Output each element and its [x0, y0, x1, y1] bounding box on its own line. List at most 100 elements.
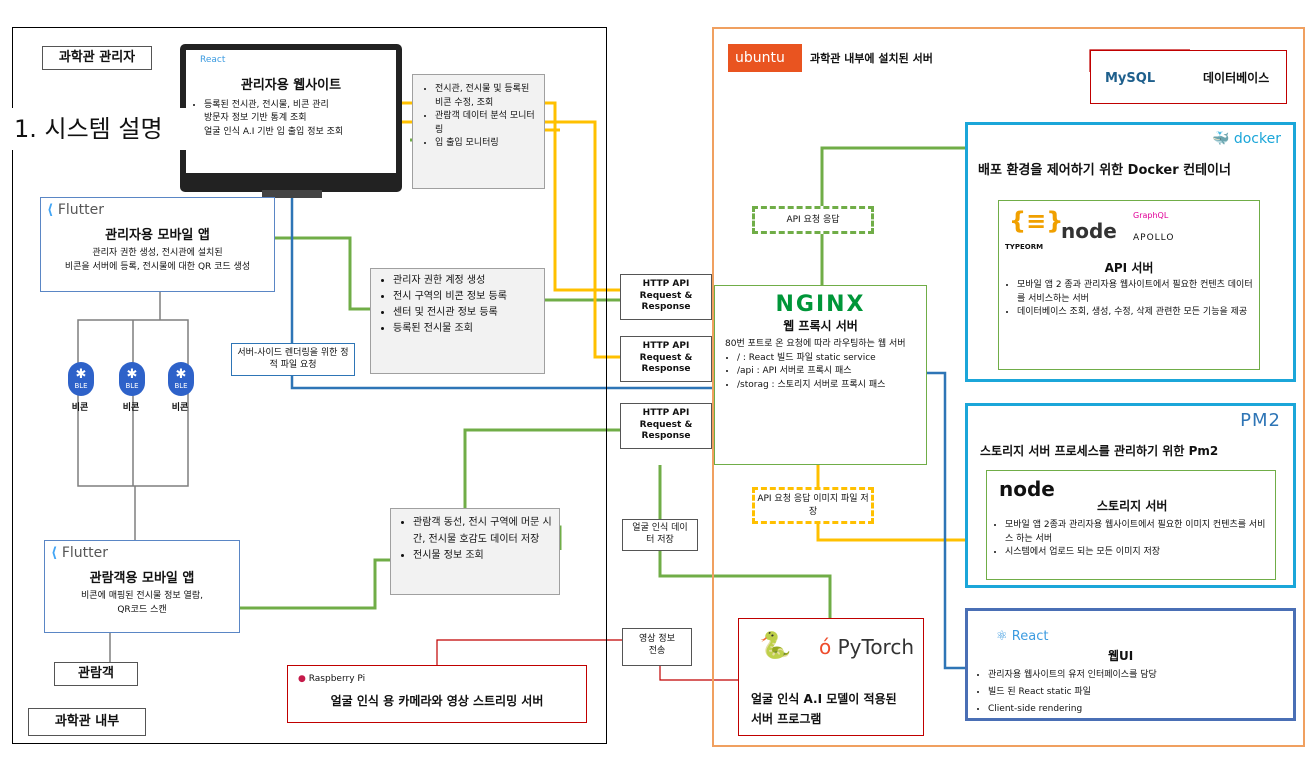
list-item: / : React 빌드 파일 static service [737, 352, 926, 366]
list-item: 얼굴 인식 A.I 기반 입 출입 정보 조회 [204, 126, 396, 140]
ubuntu-logo: ubuntu [728, 44, 802, 72]
docker-card: 🐳 docker 배포 환경을 제어하기 위한 Docker 컨테이너 TYPE… [965, 122, 1296, 382]
visitor-app-title: 관람객용 모바일 앱 [89, 571, 195, 586]
visitor-app-card: ⟨ Flutter 관람객용 모바일 앱 비콘에 매핑된 전시물 정보 열람, … [44, 540, 240, 633]
api-server-card: TYPEORM {≡} node GraphQL APOLLO API 서버 모… [998, 200, 1260, 370]
admin-website-title: 관리자용 웹사이트 [240, 77, 342, 93]
http-label-2: HTTP API Request & Response [620, 336, 712, 382]
api-response-label: API 요청 응답 [752, 206, 874, 234]
list-item: 전시물 정보 조회 [413, 548, 555, 565]
admin-app-desc1: 관리자 권한 생성, 전시관에 설치된 [92, 248, 223, 258]
list-item: 모바일 앱 2종과 관리자용 웹사이트에서 필요한 이미지 컨텐츠를 서비스 하… [1005, 519, 1269, 546]
left-region [12, 27, 607, 744]
typeorm-icon: {≡} [1009, 207, 1064, 235]
admin-app-features: 관리자 권한 계정 생성 전시 구역의 비콘 정보 등록 센터 및 전시관 정보… [370, 268, 545, 374]
docker-title: 배포 환경을 제어하기 위한 Docker 컨테이너 [978, 163, 1231, 178]
visitor-app-desc2: QR코드 스캔 [117, 604, 167, 615]
typeorm-logo: TYPEORM [1005, 243, 1044, 251]
beacon-icon: ✱BLE [119, 362, 145, 396]
server-region [712, 27, 1305, 747]
list-item: 전시 구역의 비콘 정보 등록 [393, 289, 540, 305]
list-item: 관리자용 웹사이트의 유저 인터페이스를 담당 [988, 667, 1287, 684]
flutter-brand: Flutter [61, 545, 109, 561]
graphql-logo: GraphQL [1133, 211, 1169, 220]
nginx-logo: NGINX [775, 292, 866, 317]
list-item: 방문자 정보 기반 통계 조회 [204, 112, 396, 126]
server-region-title: 과학관 내부에 설치된 서버 [810, 52, 933, 65]
pytorch-card: 🐍 ó PyTorch 얼굴 인식 A.I 모델이 적용된 서버 프로그램 [738, 618, 924, 736]
admin-region-title: 과학관 관리자 [42, 46, 152, 70]
admin-app-desc2: 비콘을 서버에 등록, 전시물에 대한 QR 코드 생성 [64, 261, 251, 272]
list-item: 모바일 앱 2 종과 관리자용 웹사이트에서 필요한 컨텐츠 데이터를 서비스하… [1017, 279, 1253, 306]
video-label: 영상 정보 전송 [622, 628, 692, 666]
python-icon: 🐍 [759, 631, 792, 661]
admin-app-line [275, 236, 370, 311]
node-logo: node [999, 477, 1055, 501]
raspberry-logo: ● Raspberry Pi [288, 666, 586, 684]
beacon-label: 비콘 [122, 403, 140, 413]
react-icon: ⚛ [996, 629, 1008, 644]
docker-brand: docker [1233, 131, 1281, 147]
admin-web-features: 전시관, 전시물 및 등록된 비콘 수정, 조회 관람객 데이터 분석 모니터링… [412, 74, 545, 189]
raspberry-icon: ● [298, 674, 306, 684]
list-item: 빌드 된 React static 파일 [988, 684, 1287, 701]
list-item: 데이터베이스 조회, 생성, 수정, 삭제 관련한 모든 기능을 제공 [1017, 306, 1253, 320]
raspberry-brand: Raspberry Pi [308, 674, 366, 684]
nginx-desc: 80번 포트로 온 요청에 따라 라우팅하는 웹 서버 [725, 339, 906, 349]
pytorch-icon: ó [819, 635, 832, 659]
list-item: 관람객 데이터 분석 모니터링 [435, 110, 540, 137]
nginx-title: 웹 프록시 서버 [783, 319, 858, 333]
flutter-brand: Flutter [57, 202, 105, 218]
apollo-logo: APOLLO [1133, 233, 1175, 243]
web-ui-card: ⚛ React 웹UI 관리자용 웹사이트의 유저 인터페이스를 담당 빌드 된… [965, 608, 1296, 721]
react-badge: React [200, 55, 226, 65]
visitor-label: 관람객 [54, 662, 138, 686]
admin-app-card: ⟨ Flutter 관리자용 모바일 앱 관리자 권한 생성, 전시관에 설치된… [40, 197, 275, 292]
pytorch-title: 얼굴 인식 A.I 모델이 적용된 서버 프로그램 [751, 692, 897, 727]
http-label-3: HTTP API Request & Response [620, 403, 712, 449]
docker-icon: 🐳 [1211, 131, 1230, 147]
pm2-title: 스토리지 서버 프로세스를 관리하기 위한 Pm2 [980, 444, 1219, 458]
mysql-logo: MySQL [1105, 71, 1156, 86]
react-logo: ⚛ React [996, 629, 1048, 644]
admin-website-items: 등록된 전시관, 전시물, 비콘 관리 방문자 정보 기반 통계 조회 얼굴 인… [186, 99, 396, 140]
flutter-icon: ⟨ [51, 545, 58, 561]
beacon-icon: ✱BLE [68, 362, 94, 396]
api-image-label: API 요청 응답 이미지 파일 저장 [752, 487, 874, 524]
pm2-card: PM2 스토리지 서버 프로세스를 관리하기 위한 Pm2 node 스토리지 … [965, 403, 1296, 588]
list-item: 입 출입 모니터링 [435, 137, 540, 151]
list-item: /api : API 서버로 프록시 패스 [737, 365, 926, 379]
web-ui-title: 웹UI [1108, 649, 1134, 663]
beacon-icon: ✱BLE [168, 362, 194, 396]
list-item: 등록된 전시물 조회 [393, 321, 540, 337]
mysql-title: 데이터베이스 [1203, 71, 1270, 85]
list-item: 등록된 전시관, 전시물, 비콘 관리 [204, 99, 396, 113]
inside-region-label: 과학관 내부 [28, 708, 146, 736]
react-brand: React [1011, 629, 1049, 644]
storage-server-card: node 스토리지 서버 모바일 앱 2종과 관리자용 웹사이트에서 필요한 이… [986, 470, 1276, 580]
beacon-label: 비콘 [171, 403, 189, 413]
docker-logo: 🐳 docker [1212, 131, 1281, 147]
pytorch-logo: ó PyTorch [819, 635, 914, 659]
raspberry-card: ● Raspberry Pi 얼굴 인식 용 카메라와 영상 스트리밍 서버 [287, 665, 587, 723]
storage-server-title: 스토리지 서버 [1097, 499, 1168, 513]
nginx-card: NGINX 웹 프록시 서버 80번 포트로 온 요청에 따라 라우팅하는 웹 … [714, 285, 927, 465]
list-item: 센터 및 전시관 정보 등록 [393, 305, 540, 321]
mysql-card: MySQL 데이터베이스 [1090, 50, 1287, 104]
flutter-logo: ⟨ Flutter [41, 198, 274, 218]
list-item: Client-side rendering [988, 701, 1287, 718]
list-item: 시스템에서 업로드 되는 모든 이미지 저장 [1005, 546, 1269, 560]
monitor-stand [262, 190, 322, 198]
admin-app-title: 관리자용 모바일 앱 [105, 228, 210, 243]
list-item: /storag : 스토리지 서버로 프록시 패스 [737, 379, 926, 393]
face-data-label: 얼굴 인식 데이터 저장 [622, 519, 698, 551]
visitor-app-desc1: 비콘에 매핑된 전시물 정보 열람, [81, 591, 203, 601]
raspberry-title: 얼굴 인식 용 카메라와 영상 스트리밍 서버 [330, 694, 544, 708]
ssr-label: 서버-사이드 렌더링을 위한 정적 파일 요청 [231, 343, 355, 376]
list-item: 관람객 동선, 전시 구역에 머문 시간, 전시물 호감도 데이터 저장 [413, 515, 555, 548]
list-item: 관리자 권한 계정 생성 [393, 273, 540, 289]
pm2-logo: PM2 [1240, 410, 1281, 431]
pytorch-brand: PyTorch [837, 635, 915, 659]
page-heading: 1. 시스템 설명 [0, 108, 195, 150]
list-item: 전시관, 전시물 및 등록된 비콘 수정, 조회 [435, 83, 540, 110]
